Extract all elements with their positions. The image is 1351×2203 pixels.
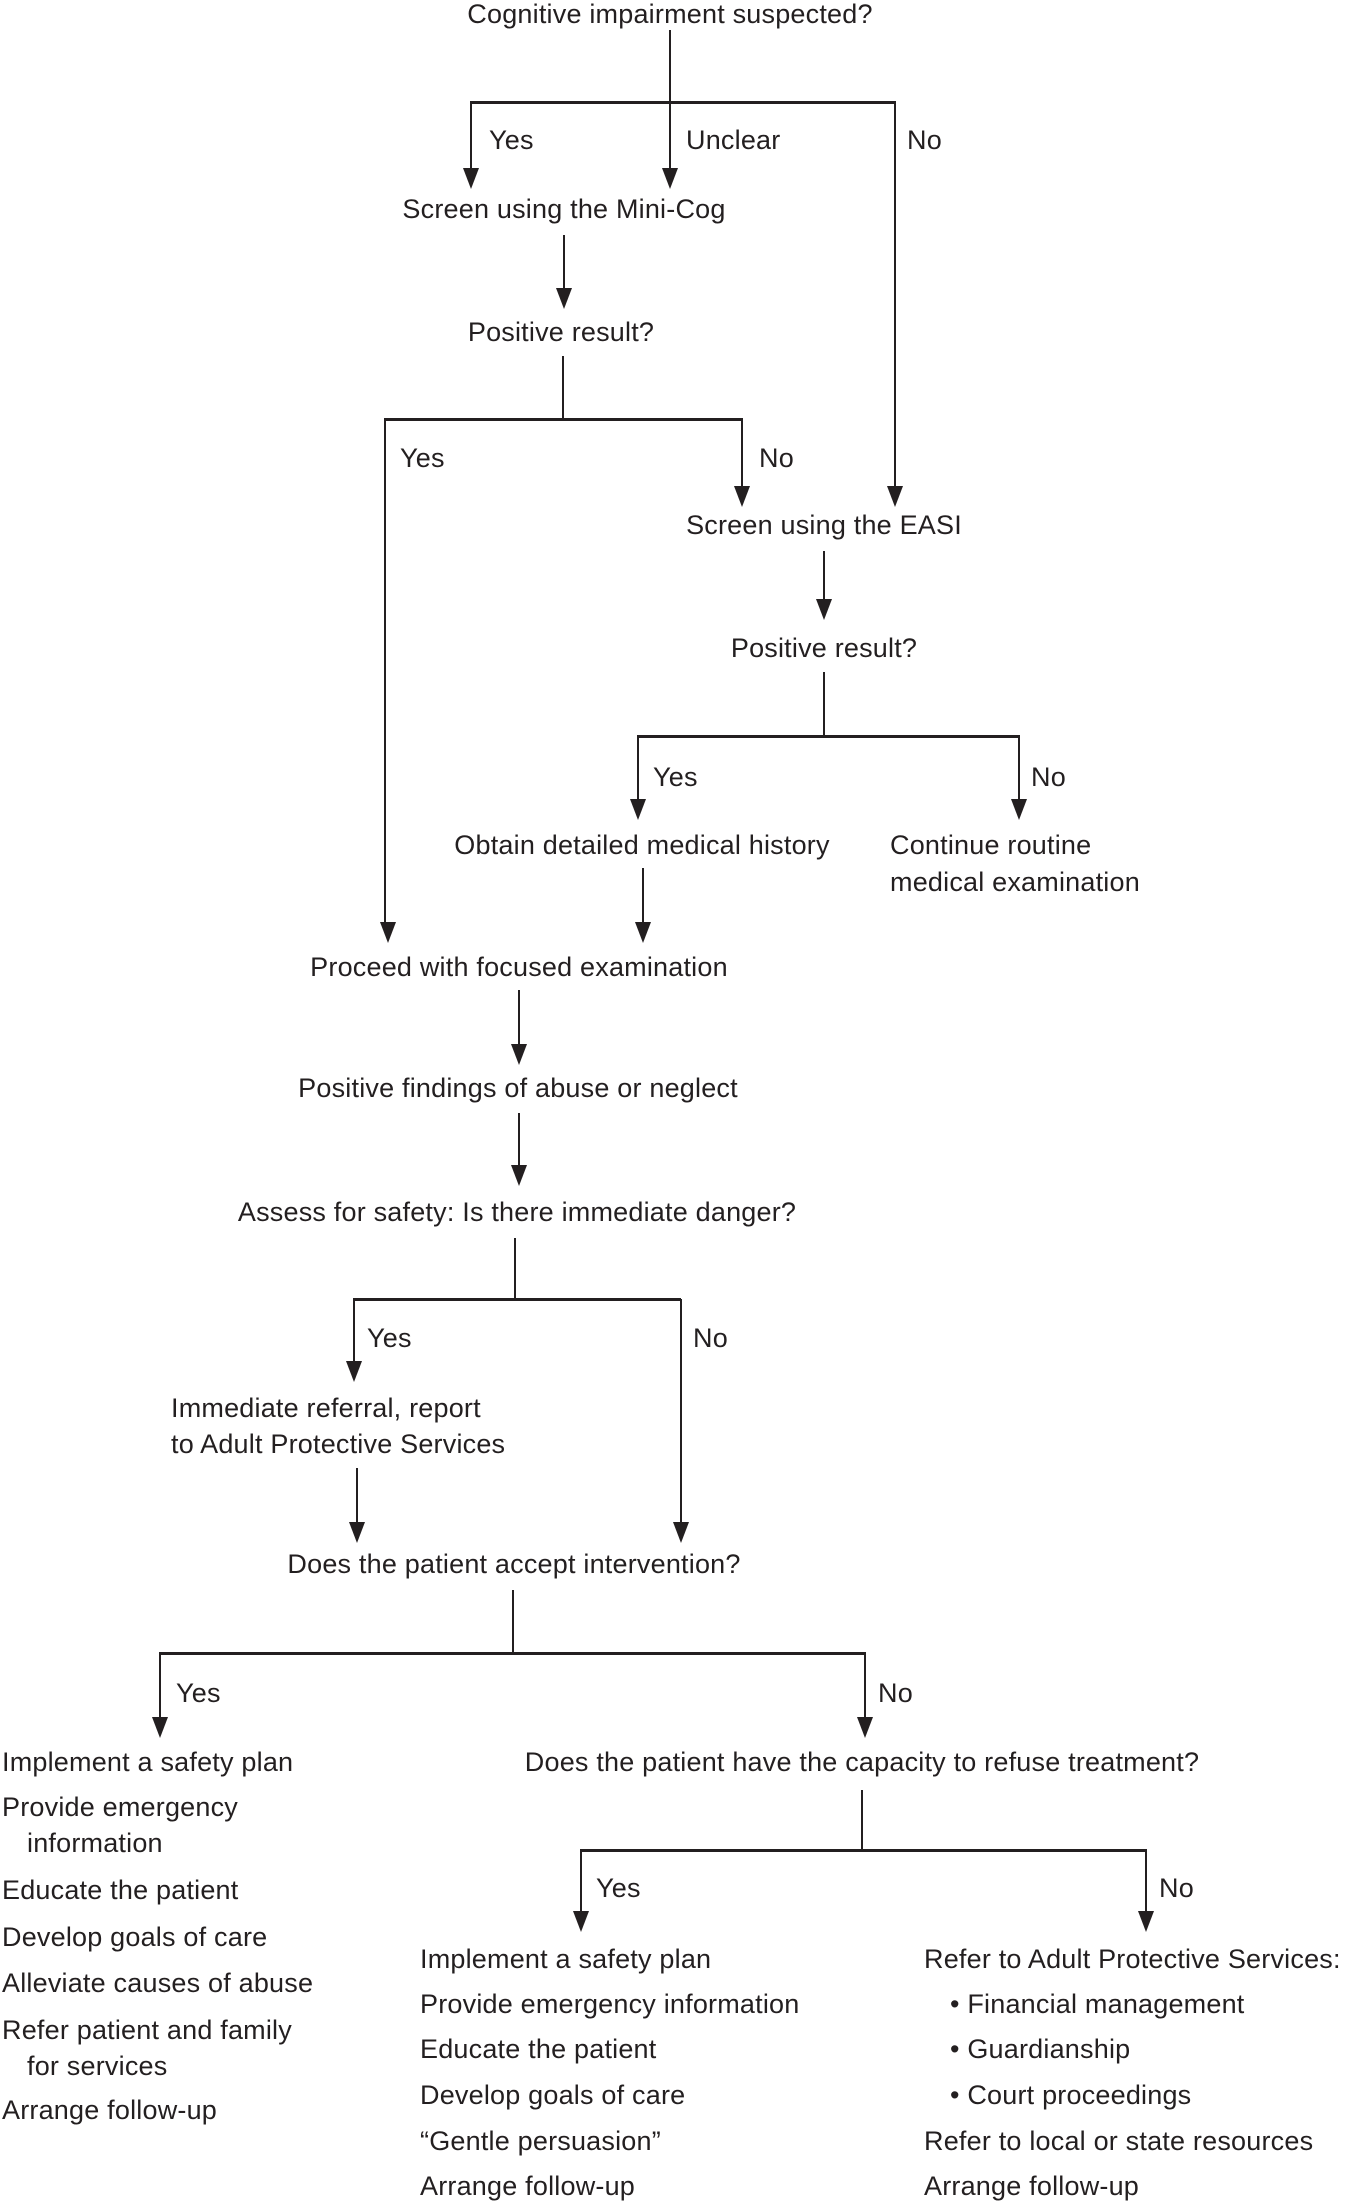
flow-line (563, 235, 565, 288)
arrow-down-icon (635, 922, 651, 943)
arrow-down-icon (511, 1044, 527, 1065)
list-item: “Gentle persuasion” (420, 2126, 661, 2156)
node-immediate-referral-line1: Immediate referral, report (171, 1393, 481, 1423)
arrow-down-icon (573, 1911, 589, 1932)
flow-line (470, 101, 896, 104)
list-item: Provide emergency information (420, 1989, 800, 2019)
flow-line (518, 990, 520, 1045)
flow-line (864, 1653, 866, 1718)
node-immediate-referral-line2: to Adult Protective Services (171, 1429, 506, 1459)
list-item: Arrange follow-up (420, 2171, 636, 2201)
flow-line (353, 1299, 355, 1362)
list-item: Implement a safety plan (420, 1944, 712, 1974)
list-item: Provide emergency (2, 1792, 239, 1822)
flow-line (384, 419, 386, 923)
flow-line (353, 1298, 681, 1301)
list-item: Refer patient and family (2, 2015, 292, 2045)
list-item: Refer to local or state resources (924, 2126, 1314, 2156)
flow-line (580, 1850, 582, 1912)
arrow-down-icon (630, 799, 646, 820)
node-positive-result-easi: Positive result? (730, 633, 918, 663)
node-accept-intervention: Does the patient accept intervention? (287, 1549, 741, 1579)
flow-line (562, 356, 564, 421)
branch-label-no-2: No (759, 443, 794, 473)
flow-line (518, 1113, 520, 1166)
node-proceed-exam: Proceed with focused examination (310, 952, 728, 982)
flow-line (470, 102, 472, 168)
list-item: for services (27, 2051, 168, 2081)
flow-line (384, 418, 743, 421)
list-item: Educate the patient (420, 2034, 657, 2064)
node-capacity-refuse: Does the patient have the capacity to re… (524, 1747, 1200, 1777)
list-item-bullet: • Financial management (950, 1989, 1245, 2019)
list-item: Develop goals of care (2, 1922, 268, 1952)
flow-line (861, 1790, 863, 1852)
flow-line (680, 1299, 682, 1523)
list-item-bullet: • Court proceedings (950, 2080, 1192, 2110)
list-item: Arrange follow-up (2, 2095, 218, 2125)
branch-label-yes-5: Yes (176, 1678, 221, 1708)
list-item-bullet: • Guardianship (950, 2034, 1131, 2064)
branch-label-no-4: No (693, 1323, 728, 1353)
flow-line (823, 551, 825, 600)
node-assess-safety: Assess for safety: Is there immediate da… (237, 1197, 797, 1227)
arrow-down-icon (511, 1165, 527, 1186)
node-continue-routine-line1: Continue routine (890, 830, 1092, 860)
flow-line (514, 1238, 516, 1301)
node-positive-findings: Positive findings of abuse or neglect (298, 1073, 738, 1103)
list-item: Educate the patient (2, 1875, 239, 1905)
arrow-down-icon (662, 168, 678, 189)
arrow-down-icon (734, 486, 750, 507)
arrow-down-icon (673, 1522, 689, 1543)
arrow-down-icon (1138, 1911, 1154, 1932)
node-positive-result-minicog: Positive result? (467, 317, 655, 347)
arrow-down-icon (857, 1717, 873, 1738)
arrow-down-icon (152, 1717, 168, 1738)
branch-label-no-3: No (1031, 762, 1066, 792)
flow-line (356, 1468, 358, 1523)
arrow-down-icon (349, 1522, 365, 1543)
node-cognitive-impairment: Cognitive impairment suspected? (467, 0, 873, 29)
branch-label-no-6: No (1159, 1873, 1194, 1903)
list-item: Alleviate causes of abuse (2, 1968, 314, 1998)
arrow-down-icon (346, 1361, 362, 1382)
flow-line (642, 868, 644, 923)
node-obtain-history: Obtain detailed medical history (454, 830, 830, 860)
branch-label-yes-2: Yes (400, 443, 445, 473)
arrow-down-icon (887, 486, 903, 507)
flow-line (159, 1653, 161, 1718)
flow-line (580, 1849, 1147, 1852)
arrow-down-icon (463, 168, 479, 189)
branch-label-yes-4: Yes (367, 1323, 412, 1353)
branch-label-no-5: No (878, 1678, 913, 1708)
node-continue-routine-line2: medical examination (890, 867, 1140, 897)
list-item: Arrange follow-up (924, 2171, 1140, 2201)
branch-label-no-1: No (907, 125, 942, 155)
flow-line (1018, 736, 1020, 800)
flow-line (1145, 1850, 1147, 1912)
arrow-down-icon (556, 288, 572, 309)
node-screen-minicog: Screen using the Mini-Cog (402, 194, 726, 224)
flow-line (637, 736, 639, 800)
flow-line (637, 735, 1020, 738)
branch-label-yes-6: Yes (596, 1873, 641, 1903)
list-item: information (27, 1828, 163, 1858)
branch-label-yes-1: Yes (489, 125, 534, 155)
branch-label-unclear: Unclear (686, 125, 781, 155)
list-item: Implement a safety plan (2, 1747, 294, 1777)
arrow-down-icon (380, 922, 396, 943)
node-screen-easi: Screen using the EASI (686, 510, 962, 540)
arrow-down-icon (816, 599, 832, 620)
branch-label-yes-3: Yes (653, 762, 698, 792)
flow-line (823, 672, 825, 738)
flow-line (669, 30, 671, 102)
flow-line (159, 1652, 866, 1655)
flow-line (741, 419, 743, 488)
list-item: Refer to Adult Protective Services: (924, 1944, 1341, 1974)
arrow-down-icon (1011, 799, 1027, 820)
flow-line (512, 1590, 514, 1655)
flow-line (669, 102, 671, 168)
list-item: Develop goals of care (420, 2080, 686, 2110)
flow-line (894, 102, 896, 486)
